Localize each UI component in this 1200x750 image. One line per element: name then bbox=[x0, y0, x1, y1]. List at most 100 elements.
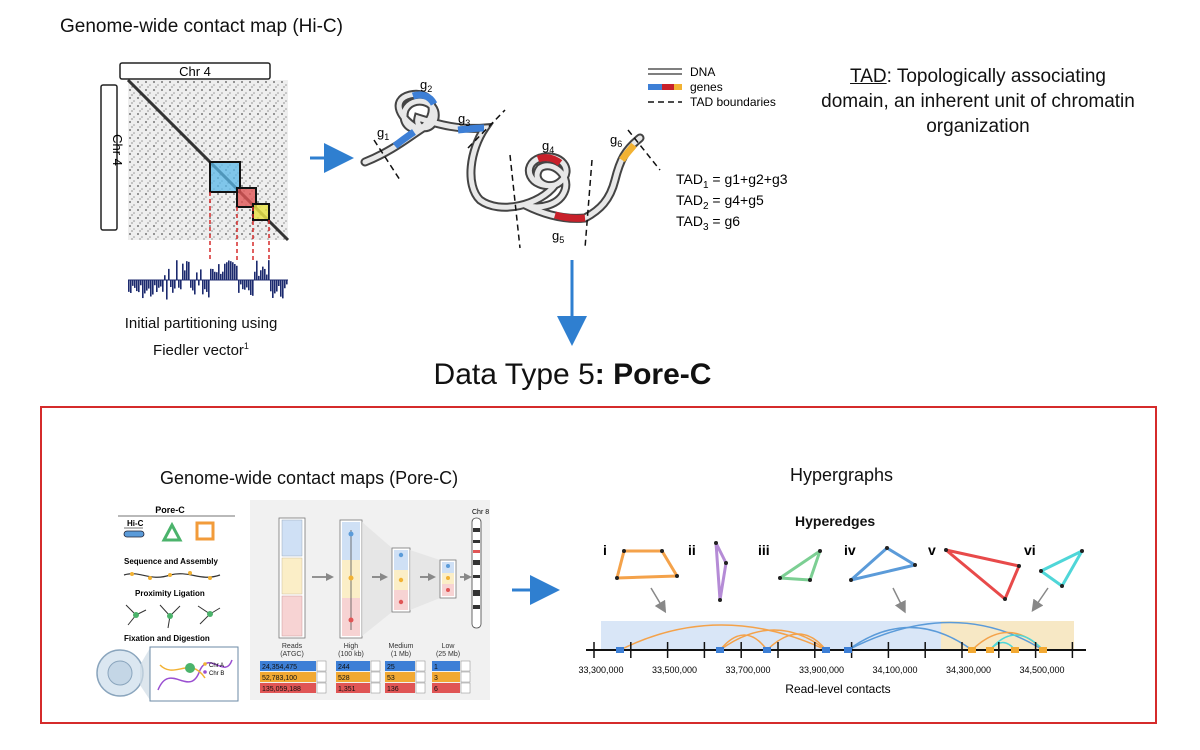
low-column bbox=[439, 559, 457, 599]
tad-block-blue bbox=[209, 161, 241, 193]
hypergraphs-title: Hypergraphs bbox=[790, 465, 894, 485]
value-cell-icon bbox=[316, 671, 327, 683]
low-label-2: (25 Mb) bbox=[436, 651, 460, 658]
fiedler-bar bbox=[270, 280, 272, 292]
fiedler-bar bbox=[180, 280, 182, 290]
fiedler-bar bbox=[166, 280, 168, 300]
fiedler-bar bbox=[142, 280, 144, 299]
value-cell-icon bbox=[460, 671, 471, 683]
gene-g2 bbox=[411, 91, 438, 106]
tad-eq-2: TAD2 = g4+g5 bbox=[676, 192, 764, 212]
fiedler-bar bbox=[284, 280, 286, 289]
fiedler-bar bbox=[214, 271, 216, 280]
fiedler-bar bbox=[178, 280, 180, 288]
gene-g3 bbox=[457, 124, 485, 134]
sequence-assembly-label: Sequence and Assembly bbox=[124, 557, 219, 566]
fiedler-bar bbox=[274, 280, 276, 294]
value-tables: 24,354,47552,783,100135,059,1882445281,3… bbox=[260, 660, 471, 694]
fiedler-bar bbox=[276, 280, 278, 292]
partition-caption-line1: Initial partitioning using bbox=[124, 315, 278, 332]
data-type-title: Data Type 5: Pore-C bbox=[0, 358, 1145, 392]
tad-definition-text: : Topologically associating domain, an i… bbox=[821, 66, 1135, 137]
low-label-1: Low bbox=[442, 643, 456, 650]
fiedler-bar bbox=[198, 280, 200, 286]
fiedler-bar bbox=[246, 280, 248, 288]
data-type-prefix: Data Type 5 bbox=[433, 358, 595, 391]
fiedler-bar bbox=[226, 262, 228, 280]
hyperedge-roman-labels: i ii iii iv v vi bbox=[603, 542, 1036, 558]
fiedler-bar bbox=[202, 280, 204, 295]
fiedler-bar bbox=[184, 270, 186, 280]
fiedler-bar bbox=[208, 280, 210, 298]
fiedler-bar bbox=[210, 268, 212, 280]
fiedler-bar bbox=[272, 280, 274, 298]
value-cell-icon bbox=[415, 682, 426, 694]
tad-boundaries bbox=[373, 109, 661, 249]
fiedler-bar bbox=[218, 264, 220, 280]
medium-label-1: Medium bbox=[389, 643, 414, 650]
fiedler-bar bbox=[144, 280, 146, 294]
fiedler-bar bbox=[278, 280, 280, 287]
chr-label-top: Chr 4 bbox=[179, 64, 211, 79]
roman-iii: iii bbox=[758, 542, 770, 558]
fiedler-bar bbox=[228, 260, 230, 280]
legend-genes: genes bbox=[690, 80, 723, 94]
fiedler-bar bbox=[188, 261, 190, 280]
fiedler-bar bbox=[200, 269, 202, 280]
tad-eq-1: TAD1 = g1+g2+g3 bbox=[676, 171, 788, 191]
gene-label-g6: g6 bbox=[610, 132, 622, 149]
value-cell-icon bbox=[316, 682, 327, 694]
fiedler-bar bbox=[156, 280, 158, 292]
value-cell-icon bbox=[460, 682, 471, 694]
fiedler-bar bbox=[140, 280, 142, 286]
value-cell-text: 244 bbox=[338, 664, 350, 671]
value-cell bbox=[260, 672, 316, 682]
chr-label-side: Chr 4 bbox=[110, 134, 125, 166]
fiedler-bar bbox=[244, 280, 246, 290]
fiedler-bar bbox=[262, 266, 264, 280]
tad-block-red bbox=[236, 187, 257, 208]
hyperedge-v bbox=[944, 548, 1021, 601]
fiedler-bar bbox=[240, 280, 242, 285]
chromatin-legend: DNA genes TAD boundaries bbox=[648, 65, 776, 109]
hic-title: Genome-wide contact map (Hi-C) bbox=[60, 16, 343, 37]
roman-i: i bbox=[603, 542, 607, 558]
axis-tick-label: 34,100,000 bbox=[872, 665, 917, 675]
partition-caption-sup: 1 bbox=[243, 341, 249, 351]
value-cell bbox=[385, 661, 415, 671]
value-cell-text: 25 bbox=[387, 664, 395, 671]
hic-label: Hi-C bbox=[127, 519, 144, 528]
tad-term: TAD bbox=[850, 66, 887, 87]
tad-eq-3: TAD3 = g6 bbox=[676, 213, 740, 233]
fiedler-bar bbox=[220, 273, 222, 280]
reads-column bbox=[278, 517, 306, 639]
fiedler-bar bbox=[134, 280, 136, 288]
hyperedge-ii bbox=[714, 541, 728, 602]
fiedler-bar bbox=[252, 280, 254, 296]
fiedler-bar bbox=[256, 260, 258, 280]
fiedler-bar bbox=[150, 280, 152, 297]
fiedler-bar bbox=[234, 264, 236, 280]
fiedler-bar bbox=[236, 265, 238, 280]
fiedler-bar bbox=[182, 263, 184, 280]
gene-label-g3: g3 bbox=[458, 111, 470, 128]
fiedler-bar bbox=[212, 268, 214, 280]
fiedler-bar bbox=[216, 272, 218, 280]
fiedler-bar bbox=[242, 280, 244, 290]
axis-tick-label: 33,900,000 bbox=[799, 665, 844, 675]
high-column bbox=[339, 519, 363, 639]
fiedler-bar bbox=[260, 270, 262, 280]
value-cell-text: 6 bbox=[434, 686, 438, 693]
fiedler-bar bbox=[172, 280, 174, 293]
porec-resolution-panel: Chr 8 Reads (ATGC) High (100 kb) Medium … bbox=[250, 500, 490, 700]
tad-definition: TAD: Topologically associating domain, a… bbox=[818, 64, 1138, 139]
fiedler-bar bbox=[230, 261, 232, 280]
fiedler-bar bbox=[154, 280, 156, 286]
chr-bar-side bbox=[100, 84, 118, 231]
fiedler-bar bbox=[224, 263, 226, 280]
fiedler-bar bbox=[138, 280, 140, 293]
gene-labels: g1 g2 g3 g4 g5 g6 bbox=[377, 77, 622, 245]
value-cell-text: 24,354,475 bbox=[262, 664, 297, 671]
gene-g4 bbox=[536, 154, 563, 166]
